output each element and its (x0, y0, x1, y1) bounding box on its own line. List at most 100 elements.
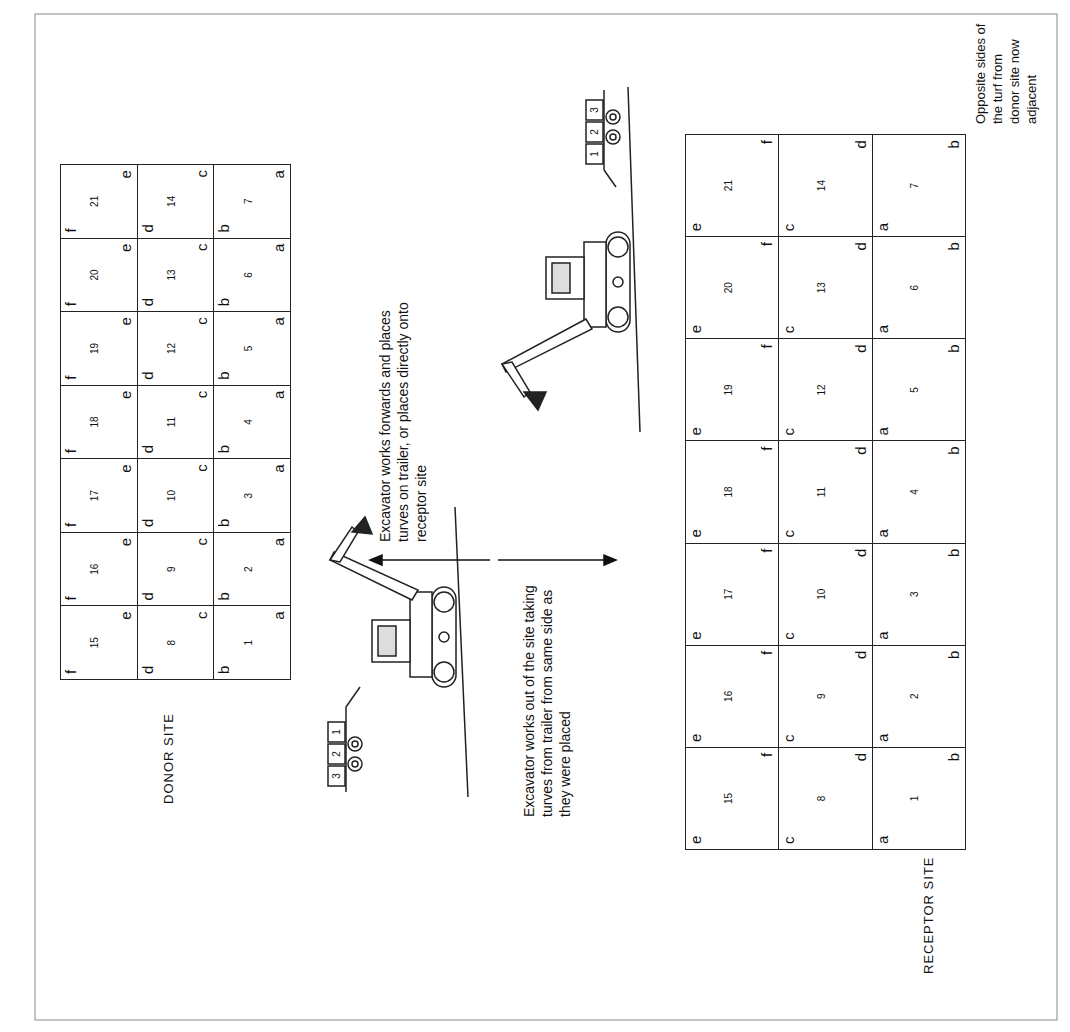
turf-cell: a5b (872, 338, 966, 441)
edge-letter: f (759, 242, 775, 246)
turf-cell: f20e (60, 238, 138, 313)
edge-letter: f (63, 670, 79, 674)
turf-box (586, 100, 603, 120)
label-holder: 3 (587, 101, 602, 119)
turf-cell: f21e (60, 164, 138, 239)
label-holder: Excavator works forwards and places turv… (376, 297, 430, 542)
edge-letter: f (63, 523, 79, 527)
excavator-cab (372, 620, 410, 662)
turf-number: 7 (243, 199, 255, 205)
turf-number: 4 (909, 489, 921, 495)
turf-cell: a4b (872, 440, 966, 543)
site-label: DONOR SITE (160, 684, 177, 804)
ground-line (455, 507, 468, 797)
turf-cell: f18e (60, 385, 138, 460)
turf-number: 3 (243, 493, 255, 499)
turf-number: 18 (89, 416, 101, 427)
tow-bar (346, 687, 360, 707)
turf-cell: b2a (213, 532, 291, 607)
edge-letter: a (875, 836, 891, 844)
edge-letter: e (118, 244, 134, 252)
turf-number: 20 (723, 282, 735, 293)
turf-number: 13 (816, 282, 828, 293)
turf-number: 16 (89, 564, 101, 575)
turf-cell: b3a (213, 458, 291, 533)
turf-number: 2 (243, 566, 255, 572)
turf-cell: e15f (685, 747, 779, 850)
turf-box (328, 744, 345, 764)
turf-number: 14 (816, 180, 828, 191)
turf-cell: e16f (685, 645, 779, 748)
excavator-bucket (524, 392, 546, 410)
track-wheel (613, 277, 623, 287)
turf-number: 21 (723, 180, 735, 191)
turf-number: 10 (816, 589, 828, 600)
edge-letter: d (853, 140, 869, 148)
wheel (348, 757, 362, 771)
label-holder: 2 (329, 745, 344, 763)
edge-letter: f (759, 549, 775, 553)
turf-cell: d10c (137, 458, 215, 533)
turf-number: 18 (723, 486, 735, 497)
edge-letter: f (63, 228, 79, 232)
excavator-boom (502, 319, 592, 372)
turf-number: 5 (243, 346, 255, 352)
turf-cell: c 14 d (778, 134, 872, 237)
turf-number: 9 (166, 566, 178, 572)
turf-cell: e19f (685, 338, 779, 441)
edge-letter: c (781, 632, 797, 640)
turf-number: 2 (329, 745, 344, 763)
edge-letter: b (946, 753, 962, 761)
turf-cell: c9d (778, 645, 872, 748)
arrow-head (604, 555, 616, 565)
label-holder: DONOR SITE (160, 684, 177, 804)
turf-cell: d8c (137, 605, 215, 680)
label-holder: 1 (329, 723, 344, 741)
edge-letter: b (216, 445, 232, 453)
turf-number: 17 (89, 490, 101, 501)
edge-letter: c (194, 317, 210, 325)
arrows (370, 555, 616, 565)
turf-cell: b7a (213, 164, 291, 239)
turf-number: 12 (166, 343, 178, 354)
turf-number: 1 (909, 796, 921, 802)
edge-letter: c (781, 530, 797, 538)
turf-number: 21 (89, 196, 101, 207)
edge-letter: b (216, 224, 232, 232)
turf-cell: a2b (872, 645, 966, 748)
turf-number: 14 (166, 196, 178, 207)
turf-cell: b1a (213, 605, 291, 680)
track-wheel (608, 307, 628, 327)
edge-letter: d (140, 298, 156, 306)
turf-cell: d13c (137, 238, 215, 313)
turf-number: 19 (723, 384, 735, 395)
edge-letter: f (63, 449, 79, 453)
excavator-bucket (352, 517, 372, 534)
turf-cell: f15e (60, 605, 138, 680)
turf-number: 3 (329, 767, 344, 785)
turf-number: 3 (909, 591, 921, 597)
turf-cell: c8d (778, 747, 872, 850)
excavator-body (410, 592, 432, 677)
edge-letter: a (271, 464, 287, 472)
edge-letter: f (759, 344, 775, 348)
edge-letter: b (216, 666, 232, 674)
turf-number: 19 (89, 343, 101, 354)
edge-letter: c (781, 224, 797, 232)
track (606, 232, 630, 332)
note-text: Excavator works forwards and places turv… (376, 297, 430, 542)
turf-cell: f17e (60, 458, 138, 533)
edge-letter: b (216, 592, 232, 600)
edge-letter: d (140, 519, 156, 527)
turf-number: 4 (243, 419, 255, 425)
turf-number: 2 (909, 694, 921, 700)
edge-letter: a (271, 244, 287, 252)
edge-letter: b (946, 344, 962, 352)
receptor-trailer (586, 90, 620, 187)
turf-cell: a3b (872, 543, 966, 646)
edge-letter: c (194, 464, 210, 472)
turf-number: 1 (243, 640, 255, 646)
edge-letter: b (946, 140, 962, 148)
edge-letter: e (118, 317, 134, 325)
